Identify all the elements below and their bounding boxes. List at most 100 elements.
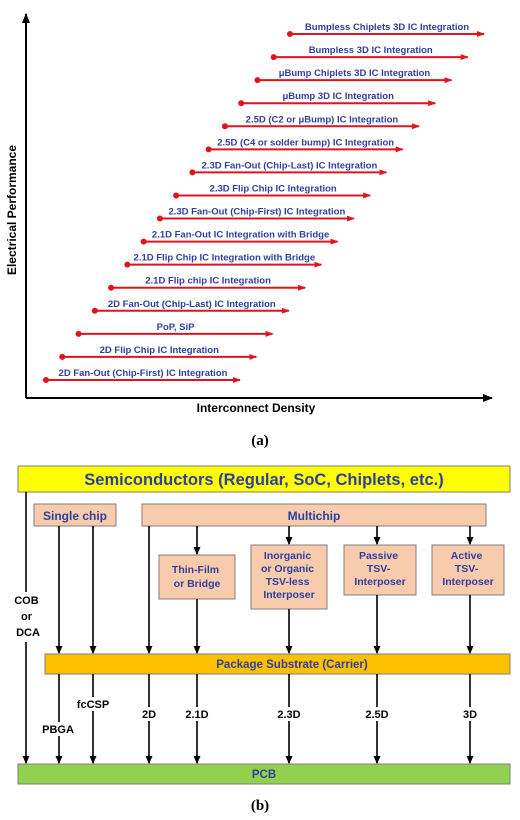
active-box [431,544,505,596]
pbga-bg [40,722,76,736]
arrow-item: μBump Chiplets 3D IC Integration [254,68,453,84]
fccsp-bg [74,697,112,711]
label-2d: 2D [142,709,156,721]
caption-b: (b) [251,798,269,814]
multichip-box [141,503,487,527]
arrow-label: PoP, SiP [157,322,196,333]
arrow-item: 2.5D (C4 or solder bump) IC Integration [205,137,404,153]
arrow-start-dot [59,353,66,360]
connector-arrows [22,492,474,764]
arrow-item: 2D Flip Chip IC Integration [59,345,258,360]
d25-bg [361,707,393,721]
pcb-label: PCB [252,769,276,781]
arrow-label: Bumpless 3D IC Integration [309,45,433,56]
arrow-item: 2.1D Flip Chip IC Integration with Bridg… [124,253,323,268]
label-25d: 2.5D [365,709,388,721]
tsv-less-line-3: TSV-less [266,576,310,588]
tsv-less-label: Inorganic or Organic TSV-less Interposer [261,550,317,601]
arrow-item: 2D Fan-Out (Chip-Last) IC Integration [91,299,290,314]
label-23d: 2.3D [277,709,300,721]
arrow-item: Bumpless 3D IC Integration [270,45,469,61]
arrow-label: 2.1D Flip Chip IC Integration with Bridg… [134,253,316,264]
arrow-start-dot [270,54,277,61]
arrow-item: 2.1D Fan-Out IC Integration with Bridge [140,230,339,245]
package-substrate-label: Package Substrate (Carrier) [216,659,368,671]
arrow-start-dot [221,123,228,130]
arrow-list: Bumpless Chiplets 3D IC IntegrationBumpl… [43,22,485,383]
arrow-label: 2.3D Fan-Out (Chip-First) IC Integration [168,207,345,218]
y-axis-label: Electrical Performance [5,145,19,275]
arrow-label: 2D Fan-Out (Chip-Last) IC Integration [108,299,276,310]
arrow-start-dot [189,169,196,176]
d3-bg [458,707,482,721]
thin-film-label: Thin-Film or Bridge [172,564,222,590]
thin-film-box [158,554,236,600]
arrow-label: 2D Fan-Out (Chip-First) IC Integration [59,368,228,379]
arrow-label: 2.5D (C2 or μBump) IC Integration [246,114,399,125]
d2-bg [137,707,161,721]
caption-a: (a) [251,433,269,449]
arrow-start-dot [287,31,293,37]
arrow-label: 2.5D (C4 or solder bump) IC Integration [217,137,394,148]
label-fccsp: fcCSP [77,699,109,711]
arrow-start-dot [238,100,245,107]
d21-bg [181,707,213,721]
d23-bg [273,707,305,721]
cob-line-2: or [21,611,33,623]
x-axis-label: Interconnect Density [197,401,316,415]
passive-line-1: Passive [359,550,398,562]
active-line-1: Active [451,550,483,562]
thin-film-line-2: or Bridge [174,578,221,590]
single-chip-box [33,503,117,527]
arrow-item: 2D Fan-Out (Chip-First) IC Integration [43,368,241,383]
arrow-label: Bumpless Chiplets 3D IC Integration [305,22,469,33]
arrow-label: 2.3D Flip Chip IC Integration [210,183,337,194]
arrow-start-dot [205,146,212,153]
arrow-start-dot [43,377,49,383]
arrow-label: μBump Chiplets 3D IC Integration [279,68,431,79]
tsv-less-line-1: Inorganic [264,550,311,562]
arrow-item: 2.3D Fan-Out (Chip-Last) IC Integration [189,160,388,176]
arrow-label: 2.1D Flip chip IC Integration [145,276,271,287]
arrow-start-dot [91,307,98,314]
panel-a: Electrical Performance Interconnect Dens… [5,13,493,449]
semiconductors-label: Semiconductors (Regular, SoC, Chiplets, … [84,471,443,489]
passive-line-3: Interposer [354,576,405,588]
arrow-label: μBump 3D IC Integration [283,91,395,102]
label-21d: 2.1D [185,709,208,721]
cob-label: COB or DCA [14,595,42,639]
thin-film-line-1: Thin-Film [172,564,219,576]
cob-label-bg [12,592,42,642]
package-substrate-bar [44,653,511,675]
arrow-item: 2.1D Flip chip IC Integration [108,276,307,291]
cob-line-1: COB [14,595,39,607]
passive-line-2: TSV- [367,563,391,575]
active-line-2: TSV- [455,563,479,575]
tsv-less-box [250,544,328,610]
arrow-label: 2.1D Fan-Out IC Integration with Bridge [152,230,329,241]
arrow-item: 2.5D (C2 or μBump) IC Integration [221,114,420,130]
arrow-start-dot [75,330,82,337]
arrow-item: 2.3D Flip Chip IC Integration [173,183,372,199]
arrow-start-dot [140,238,147,245]
passive-label: Passive TSV- Interposer [354,550,405,588]
arrow-start-dot [173,192,180,199]
label-3d: 3D [463,709,477,721]
tsv-less-line-4: Interposer [263,589,314,601]
single-chip-label: Single chip [43,509,107,523]
arrow-start-dot [124,261,131,268]
active-label: Active TSV- Interposer [442,550,493,588]
arrow-start-dot [254,77,261,84]
arrow-item: Bumpless Chiplets 3D IC Integration [287,22,485,37]
cob-line-3: DCA [16,627,40,639]
multichip-label: Multichip [288,509,341,523]
passive-box [343,544,417,596]
arrow-label: 2D Flip Chip IC Integration [100,345,219,356]
arrow-label: 2.3D Fan-Out (Chip-Last) IC Integration [202,160,378,171]
arrow-start-dot [156,215,163,222]
tsv-less-line-2: or Organic [261,563,314,575]
panel-b: Semiconductors (Regular, SoC, Chiplets, … [12,465,511,814]
arrow-item: μBump 3D IC Integration [238,91,437,107]
active-line-3: Interposer [442,576,493,588]
